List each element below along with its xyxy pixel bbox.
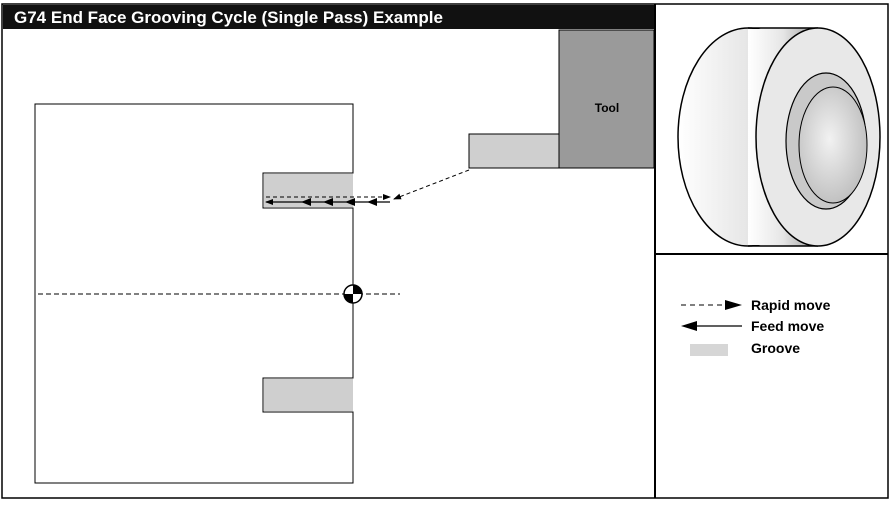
tool-body <box>558 29 655 169</box>
diagram-title: G74 End Face Grooving Cycle (Single Pass… <box>14 8 443 27</box>
legend: Rapid move Feed move Groove <box>681 297 831 356</box>
legend-rapid-label: Rapid move <box>751 297 831 313</box>
legend-groove-swatch <box>690 344 728 356</box>
legend-feed-label: Feed move <box>751 318 824 334</box>
part-iso-view <box>677 27 881 247</box>
peck-arrowhead <box>345 198 355 206</box>
title-bar <box>3 5 655 29</box>
peck-motion-group <box>265 194 391 206</box>
face-groove-inner <box>798 86 868 204</box>
tool-label: Tool <box>595 101 619 115</box>
groove-lower <box>264 379 353 411</box>
legend-feed-arrowhead <box>681 321 697 331</box>
origin-symbol <box>343 284 363 304</box>
peck-arrowhead <box>323 198 333 206</box>
peck-arrowhead <box>301 198 311 206</box>
peck-arrowhead <box>367 198 377 206</box>
legend-rapid-arrowhead <box>725 300 742 310</box>
legend-groove-label: Groove <box>751 340 800 356</box>
tool-insert <box>468 133 560 169</box>
